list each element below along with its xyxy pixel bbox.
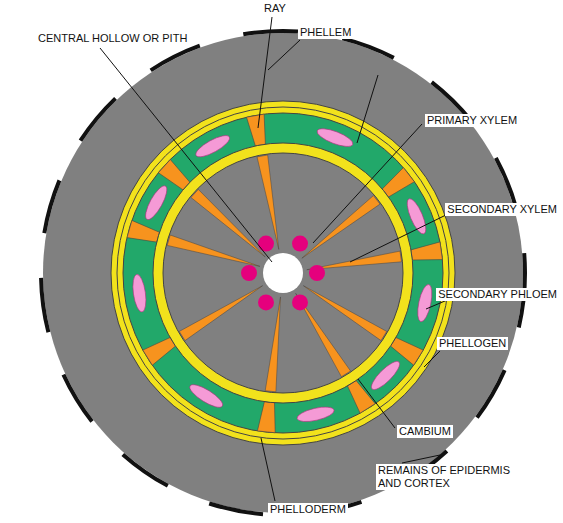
phloem-ray (247, 114, 266, 146)
phellogen-divider (117, 107, 449, 439)
xylem-ray (179, 286, 262, 341)
part-label: PHELLEM (298, 26, 353, 39)
part-label: PHELLOGEN (437, 337, 508, 350)
epidermis-remains (41, 31, 525, 515)
primary-xylem-strand (292, 294, 308, 310)
part-label: RAY (262, 2, 288, 15)
leader-line (100, 48, 272, 262)
cambium-ring (153, 143, 413, 403)
phloem-ray (257, 402, 275, 433)
sieve-tube-group (404, 196, 430, 236)
phloem-details (127, 114, 442, 433)
phloem-ray (411, 242, 443, 260)
primary-xylem-dots (241, 236, 325, 311)
leader-lines (100, 17, 452, 501)
xylem-ray (191, 189, 265, 257)
primary-xylem-strand (241, 265, 257, 281)
leader-line (261, 438, 275, 501)
leader-line (402, 455, 440, 463)
sieve-tube-group (415, 283, 435, 323)
leader-line (268, 40, 300, 70)
part-label: SECONDARY XYLEM (445, 203, 559, 216)
xylem-ray (265, 297, 280, 392)
primary-xylem-strand (258, 294, 274, 310)
primary-xylem-strand (258, 236, 274, 252)
leader-line (357, 75, 378, 143)
cortex-disc (43, 33, 523, 513)
rays (167, 155, 401, 392)
phloem-band (123, 113, 443, 433)
xylem-disc (163, 153, 403, 393)
leader-line (358, 379, 395, 428)
primary-xylem-strand (309, 265, 325, 281)
part-label: CENTRAL HOLLOW OR PITH (36, 32, 189, 45)
part-label: SECONDARY PHLOEM (436, 288, 559, 301)
phloem-ray (382, 168, 414, 197)
primary-xylem-strand (292, 236, 308, 252)
leader-line (258, 17, 272, 128)
xylem-ray (257, 155, 279, 249)
phloem-ray (391, 338, 424, 366)
sieve-tube-group (296, 404, 336, 424)
phellogen-ring (111, 101, 455, 445)
phloem-ray (143, 338, 176, 366)
leader-line (313, 124, 422, 243)
part-label: PHELLODERM (268, 503, 348, 516)
leader-line (424, 351, 440, 367)
xylem-ray (302, 196, 380, 259)
leader-line (350, 213, 450, 262)
sieve-tube-group (315, 125, 355, 150)
xylem-ray (303, 286, 386, 341)
part-label: REMAINS OF EPIDERMIS AND CORTEX (376, 464, 530, 490)
part-label: PRIMARY XYLEM (425, 114, 519, 127)
part-label: CAMBIUM (397, 425, 453, 438)
sieve-tube-group (131, 274, 148, 313)
phloem-ray (158, 160, 190, 190)
phloem-ray (127, 220, 160, 242)
